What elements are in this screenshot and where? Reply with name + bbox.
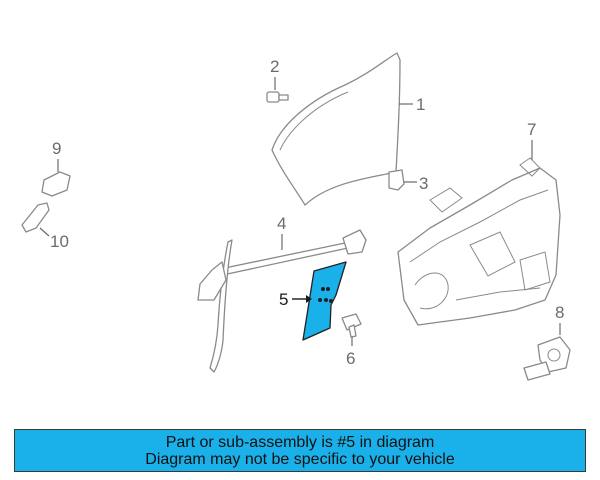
callout-8: 8 [555,303,564,322]
bolt-part-2[interactable] [266,91,289,103]
door-glass-part-1[interactable] [271,52,401,206]
clip-part-3[interactable] [388,169,405,191]
callout-5: 5 [279,290,288,309]
callout-2: 2 [270,57,279,76]
banner-line-1: Part or sub-assembly is #5 in diagram [165,433,435,451]
info-banner: Part or sub-assembly is #5 in diagram Di… [14,429,586,472]
callout-3: 3 [419,174,428,193]
leader-line-10 [39,227,50,237]
bracket-part-10[interactable] [21,202,50,233]
callout-7: 7 [527,120,536,139]
guide-part-9[interactable] [41,171,71,197]
callout-6: 6 [346,349,355,368]
callout-1: 1 [416,95,425,114]
window-motor-part-8[interactable] [523,336,571,381]
highlighted-panel-part-5[interactable] [302,261,347,341]
regulator-channel-part-4[interactable] [197,229,367,373]
callout-4: 4 [277,214,286,233]
callout-9: 9 [52,139,61,158]
banner-line-2: Diagram may not be specific to your vehi… [145,450,455,468]
pin-part-6[interactable] [341,313,362,338]
parts-diagram: 1 2 3 4 5 6 7 [21,52,571,381]
callout-10: 10 [50,232,69,251]
door-module-part-7[interactable] [397,157,561,326]
leader-arrow-5 [306,295,312,303]
